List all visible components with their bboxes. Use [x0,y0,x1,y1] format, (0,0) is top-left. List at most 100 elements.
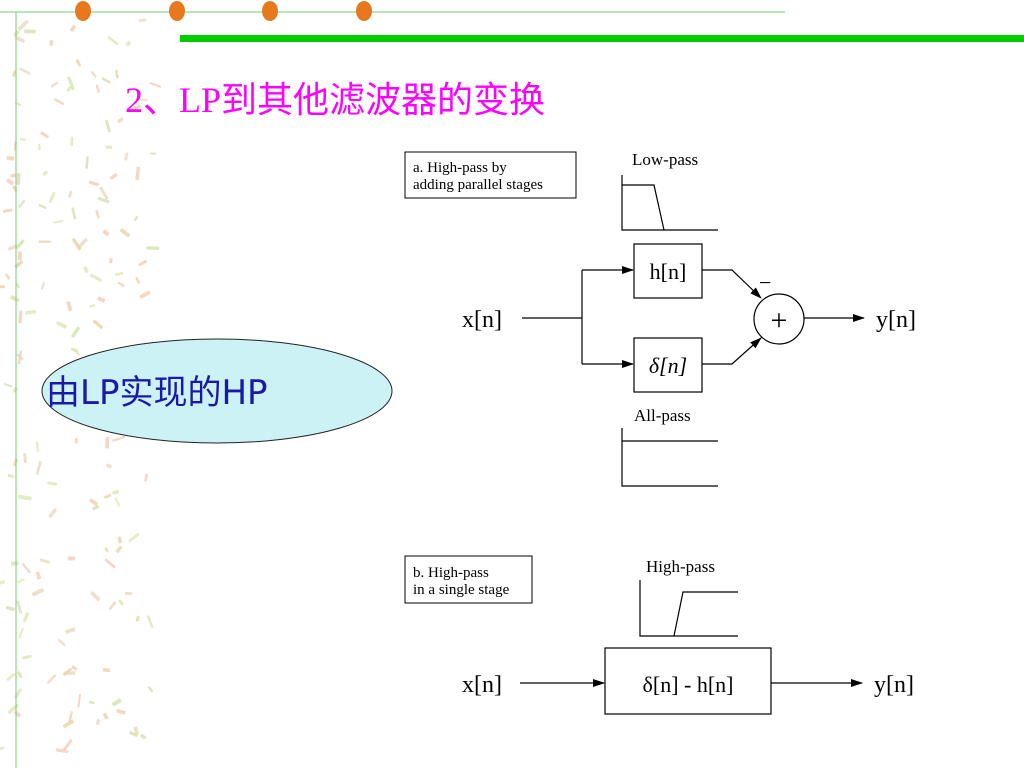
lower-to-adder-arrow [702,337,762,365]
confetti-piece [117,281,125,288]
confetti-piece [15,283,20,289]
confetti-piece [88,180,100,187]
confetti-piece [49,40,54,46]
confetti-piece [95,84,100,94]
orange-dot-icon [169,1,185,21]
callout-ellipse [41,338,393,444]
lower-block-box [633,337,703,393]
adder-plus-icon: + [771,304,788,337]
confetti-piece [71,326,81,338]
confetti-piece [21,563,31,574]
caption-b-line1: b. High-pass [413,565,489,581]
confetti-piece [70,136,74,146]
confetti-piece [101,77,111,84]
confetti-piece [66,301,73,312]
confetti-piece [68,711,73,722]
confetti-piece [56,321,67,329]
confetti-piece [75,59,82,67]
confetti-piece [10,173,17,178]
confetti-piece [67,556,76,561]
confetti-piece [90,591,101,602]
confetti-piece [17,494,32,501]
confetti-piece [95,718,101,725]
confetti-piece [85,156,89,169]
confetti-piece [109,173,118,180]
confetti-piece [17,19,29,31]
upper-block-label: h[n] [650,259,687,284]
confetti-piece [48,191,56,204]
lowpass-passband [622,184,665,231]
confetti-piece [102,667,110,673]
confetti-piece [38,143,41,151]
confetti-piece [15,239,25,249]
confetti-piece [129,104,142,112]
confetti-piece [14,688,22,699]
confetti-piece [89,304,96,308]
confetti-piece [0,746,5,751]
confetti-piece [6,156,15,161]
confetti-piece [77,693,81,708]
confetti-piece [124,591,133,596]
confetti-piece [118,599,124,606]
confetti-piece [12,387,18,393]
confetti-piece [67,76,75,90]
confetti-piece [95,209,100,219]
confetti-piece [115,69,119,79]
confetti-piece [108,601,117,610]
confetti-piece [105,437,110,449]
confetti-piece [144,473,149,482]
confetti-piece [55,748,69,754]
confetti-piece [23,453,28,464]
confetti-piece [16,353,24,361]
confetti-piece [2,208,13,213]
confetti-piece [66,86,72,92]
confetti-piece [92,504,100,511]
confetti-piece [117,536,122,544]
adder-circle [753,293,805,345]
confetti-piece [5,605,15,612]
confetti-piece [22,612,30,623]
confetti-piece [146,615,154,629]
slide-title: 2、LP到其他滤波器的变换 [125,80,545,120]
caption-b-line2: in a single stage [413,582,510,598]
confetti-piece [47,481,58,486]
confetti-piece [146,246,160,250]
confetti-piece [6,178,14,186]
confetti-piece [71,237,82,251]
highpass-response-curve [639,580,738,637]
allpass-response-curve [621,428,718,487]
confetti-piece [90,71,97,78]
confetti-piece [40,282,46,290]
confetti-piece [54,98,65,106]
confetti-piece [105,119,111,133]
confetti-piece [129,730,138,737]
confetti-piece [50,81,59,88]
confetti-piece [106,463,112,469]
caption-b-box [404,555,533,604]
confetti-piece [133,726,140,736]
top-green-bar [180,35,1024,42]
confetti-piece [112,435,126,442]
confetti-piece [18,310,23,324]
confetti-piece [150,152,157,155]
confetti-piece [99,186,109,200]
output-label-b: y[n] [874,672,914,698]
confetti-piece [14,101,22,106]
input-label-b: x[n] [462,672,502,698]
confetti-piece [17,671,23,678]
confetti-piece [97,296,106,303]
confetti-piece [4,273,11,280]
confetti-piece [133,216,139,221]
upper-block-box [633,243,703,299]
highpass-label: High-pass [646,557,715,576]
confetti-piece [22,654,32,660]
diagram-b: b. High-pass in a single stage High-pass… [404,555,914,715]
confetti-piece [10,295,20,303]
confetti-piece [35,461,42,475]
orange-dot-icon [262,1,278,21]
confetti-piece [138,98,148,102]
confetti-piece [53,219,64,224]
confetti-piece [47,674,57,684]
diagram-a: a. High-pass by adding parallel stages L… [404,150,916,487]
